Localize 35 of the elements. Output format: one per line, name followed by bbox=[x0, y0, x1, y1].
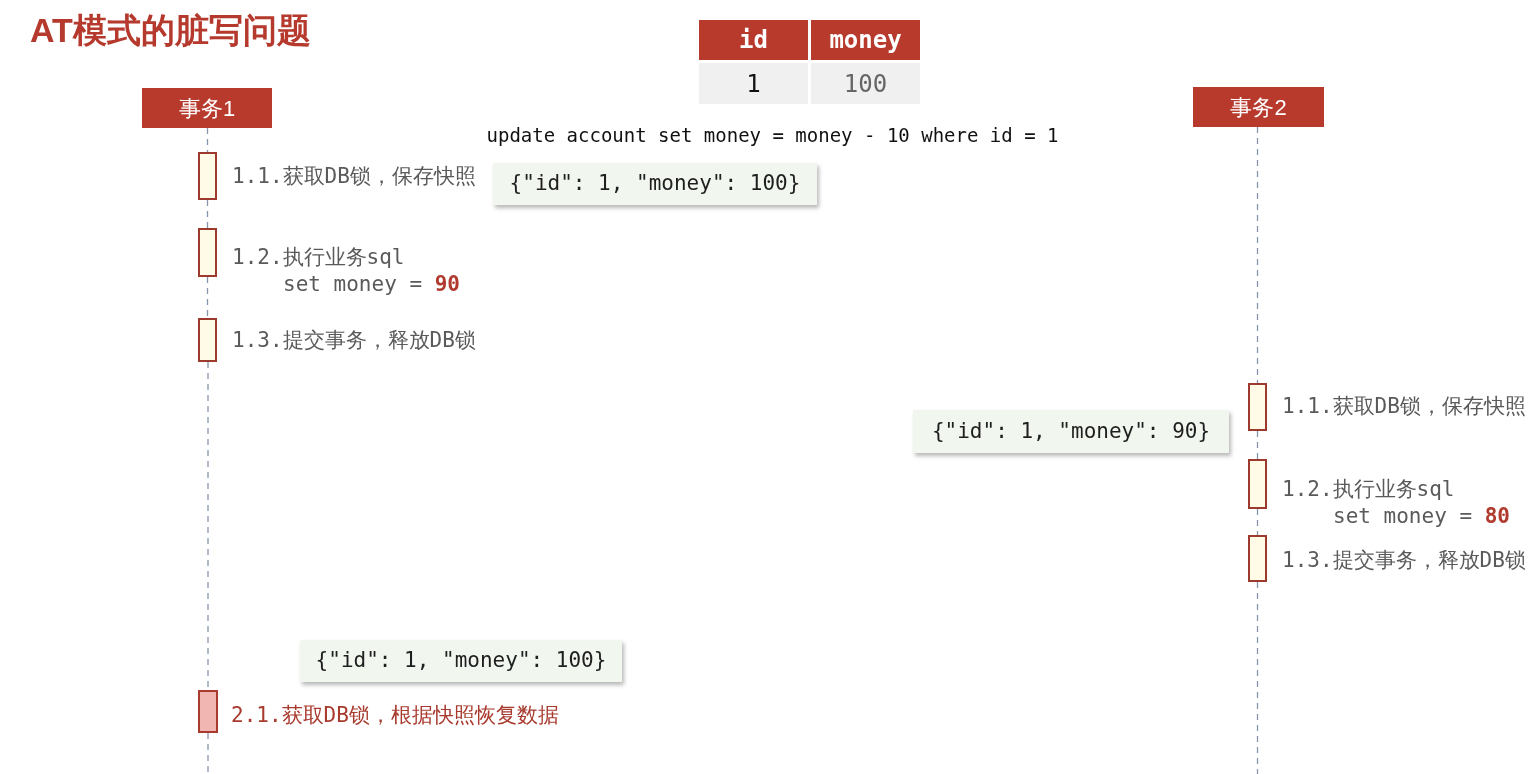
step-description: 2.1.获取DB锁，根据快照恢复数据 bbox=[231, 702, 559, 729]
step-description: 1.1.获取DB锁，保存快照 bbox=[232, 163, 476, 190]
step-description: 1.2.执行业务sql bbox=[1282, 476, 1455, 503]
table-cell: 100 bbox=[811, 63, 920, 104]
title: AT模式的脏写问题 bbox=[30, 10, 311, 51]
snapshot-card: {"id": 1, "money": 90} bbox=[913, 410, 1229, 453]
participant-header: 事务2 bbox=[1193, 87, 1324, 127]
sql-statement: set money = 80 bbox=[1333, 503, 1510, 530]
lifeline bbox=[1256, 581, 1259, 774]
activation-bar bbox=[198, 318, 217, 362]
activation-bar bbox=[1248, 535, 1267, 582]
participant-header: 事务1 bbox=[142, 88, 272, 128]
step-description: 1.2.执行业务sql bbox=[232, 244, 405, 271]
table-header-cell: id bbox=[699, 20, 808, 60]
lifeline bbox=[1256, 430, 1259, 460]
lifeline bbox=[1256, 126, 1259, 384]
sql-statement: set money = 90 bbox=[283, 271, 460, 298]
snapshot-card: {"id": 1, "money": 100} bbox=[493, 163, 817, 205]
step-description: 1.3.提交事务，释放DB锁 bbox=[232, 327, 476, 354]
lifeline bbox=[207, 732, 209, 774]
snapshot-card: {"id": 1, "money": 100} bbox=[300, 640, 622, 682]
lifeline bbox=[206, 199, 209, 229]
activation-bar bbox=[198, 228, 217, 277]
table-cell: 1 bbox=[699, 63, 808, 104]
activation-bar bbox=[1248, 459, 1267, 509]
lifeline bbox=[206, 127, 209, 153]
table-header-cell: money bbox=[811, 20, 920, 60]
lifeline bbox=[1256, 508, 1259, 536]
activation-bar bbox=[198, 152, 217, 200]
activation-bar bbox=[1248, 383, 1267, 431]
sql-statement: update account set money = money - 10 where id = 1 bbox=[485, 122, 1060, 148]
step-description: 1.1.获取DB锁，保存快照 bbox=[1282, 393, 1526, 420]
lifeline bbox=[206, 276, 209, 319]
activation-bar bbox=[198, 690, 218, 733]
step-description: 1.3.提交事务，释放DB锁 bbox=[1282, 547, 1526, 574]
